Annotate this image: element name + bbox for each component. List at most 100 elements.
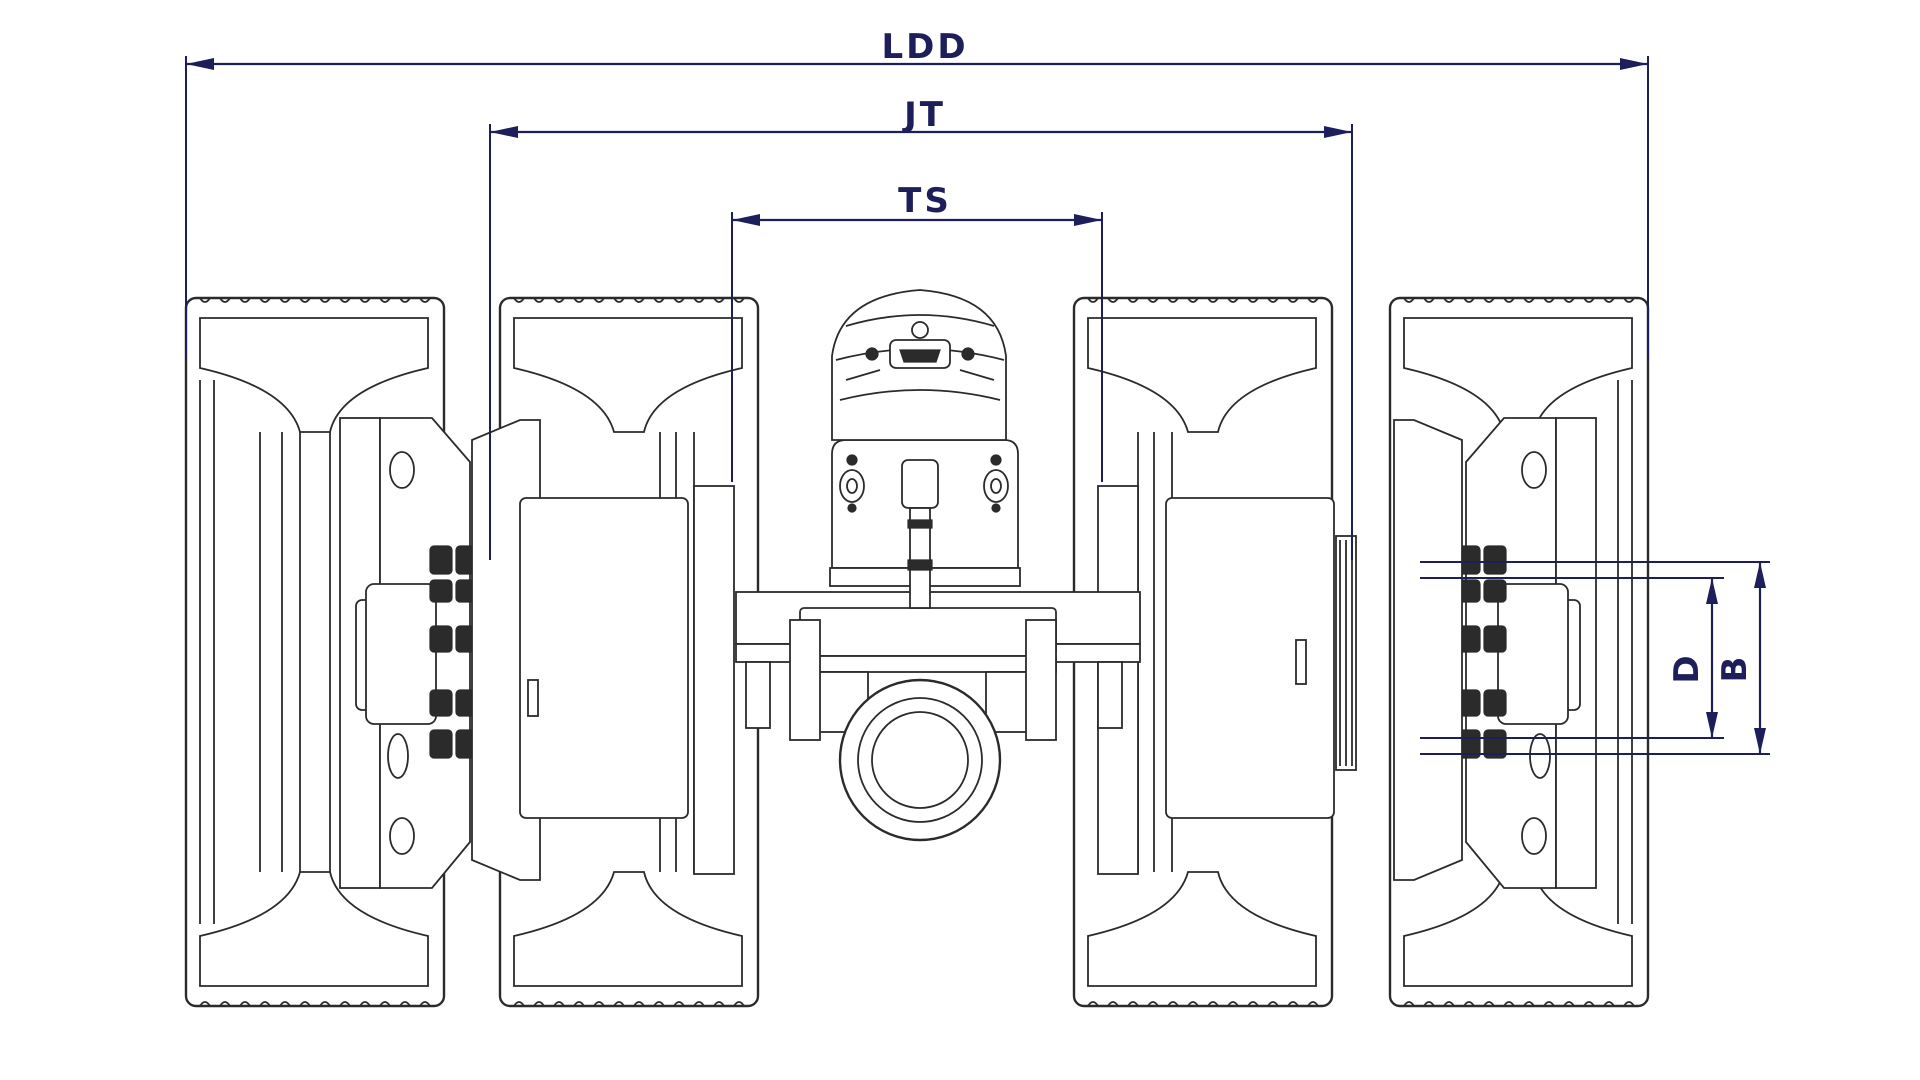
tread-notch — [1483, 1001, 1495, 1007]
tread-notch — [1463, 1001, 1475, 1007]
tread-notch — [1267, 297, 1279, 303]
tread-notch — [339, 1001, 351, 1007]
tread-notch — [1227, 297, 1239, 303]
tread-notch — [1443, 1001, 1455, 1007]
tread-notch — [1287, 297, 1299, 303]
tread-notch — [1583, 297, 1595, 303]
tread-notch — [1443, 297, 1455, 303]
tread-notch — [1107, 1001, 1119, 1007]
tread-notch — [1563, 1001, 1575, 1007]
label-ts: TS — [898, 181, 952, 221]
tread-notch — [1523, 1001, 1535, 1007]
tread-notch — [1187, 1001, 1199, 1007]
tread-notch — [1267, 1001, 1279, 1007]
tread-notch — [1287, 1001, 1299, 1007]
hub-assembly-right — [1165, 417, 1597, 889]
tread-notch — [1543, 1001, 1555, 1007]
label-ldd: LDD — [881, 27, 968, 67]
coupling-ring — [838, 678, 1002, 842]
tread-notch — [1167, 1001, 1179, 1007]
tread-notch — [1307, 297, 1319, 303]
tread-notch — [239, 297, 251, 303]
tread-notch — [1167, 297, 1179, 303]
tyre-treads — [199, 297, 1635, 1007]
tread-notch — [1463, 297, 1475, 303]
tread-notch — [379, 297, 391, 303]
tread-notch — [653, 297, 665, 303]
tread-notch — [573, 297, 585, 303]
tread-notch — [1603, 1001, 1615, 1007]
tread-notch — [1087, 297, 1099, 303]
tread-notch — [1127, 297, 1139, 303]
tread-notch — [1127, 1001, 1139, 1007]
tread-notch — [199, 1001, 211, 1007]
tread-notch — [593, 1001, 605, 1007]
dimension-lines — [185, 56, 1770, 755]
label-jt: JT — [902, 95, 946, 135]
tread-notch — [513, 1001, 525, 1007]
tread-notch — [239, 1001, 251, 1007]
tread-notch — [693, 297, 705, 303]
tread-notch — [1423, 1001, 1435, 1007]
tread-notch — [1503, 1001, 1515, 1007]
tread-notch — [1247, 297, 1259, 303]
tread-notch — [673, 1001, 685, 1007]
tread-notch — [1187, 297, 1199, 303]
tread-notch — [299, 297, 311, 303]
tread-notch — [713, 1001, 725, 1007]
label-d: D — [1667, 652, 1707, 683]
tread-notch — [613, 297, 625, 303]
tread-notch — [513, 297, 525, 303]
tread-notch — [633, 297, 645, 303]
tread-notch — [1603, 297, 1615, 303]
tread-notch — [733, 297, 745, 303]
tread-notch — [673, 297, 685, 303]
tread-notch — [573, 1001, 585, 1007]
tread-notch — [1423, 297, 1435, 303]
tread-notch — [633, 1001, 645, 1007]
tread-notch — [1227, 1001, 1239, 1007]
tread-notch — [1403, 1001, 1415, 1007]
tread-notch — [1543, 297, 1555, 303]
tread-notch — [1563, 297, 1575, 303]
tread-notch — [533, 297, 545, 303]
tread-notch — [1623, 297, 1635, 303]
tread-notch — [339, 297, 351, 303]
tread-notch — [259, 297, 271, 303]
tread-notch — [1483, 297, 1495, 303]
tread-notch — [219, 297, 231, 303]
tread-notch — [593, 297, 605, 303]
tread-notch — [1583, 1001, 1595, 1007]
tread-notch — [1147, 297, 1159, 303]
tread-notch — [299, 1001, 311, 1007]
tread-notch — [1207, 297, 1219, 303]
tread-notch — [219, 1001, 231, 1007]
tread-notch — [553, 1001, 565, 1007]
tread-notch — [533, 1001, 545, 1007]
tread-notch — [399, 297, 411, 303]
tread-notch — [1207, 1001, 1219, 1007]
tread-notch — [613, 1001, 625, 1007]
tread-notch — [399, 1001, 411, 1007]
tread-notch — [693, 1001, 705, 1007]
tread-notch — [1623, 1001, 1635, 1007]
tread-notch — [1087, 1001, 1099, 1007]
tread-notch — [1107, 297, 1119, 303]
tread-notch — [319, 1001, 331, 1007]
tread-notch — [1403, 297, 1415, 303]
tread-notch — [279, 1001, 291, 1007]
tread-notch — [653, 1001, 665, 1007]
tread-notch — [1147, 1001, 1159, 1007]
tread-notch — [279, 297, 291, 303]
top-coupling-head — [831, 289, 1007, 441]
tread-notch — [359, 297, 371, 303]
tread-notch — [1523, 297, 1535, 303]
tread-notch — [359, 1001, 371, 1007]
tread-notch — [419, 1001, 431, 1007]
tread-notch — [1503, 297, 1515, 303]
tread-notch — [259, 1001, 271, 1007]
steering-rod — [901, 459, 939, 609]
tread-notch — [1307, 1001, 1319, 1007]
label-b: B — [1715, 654, 1755, 683]
